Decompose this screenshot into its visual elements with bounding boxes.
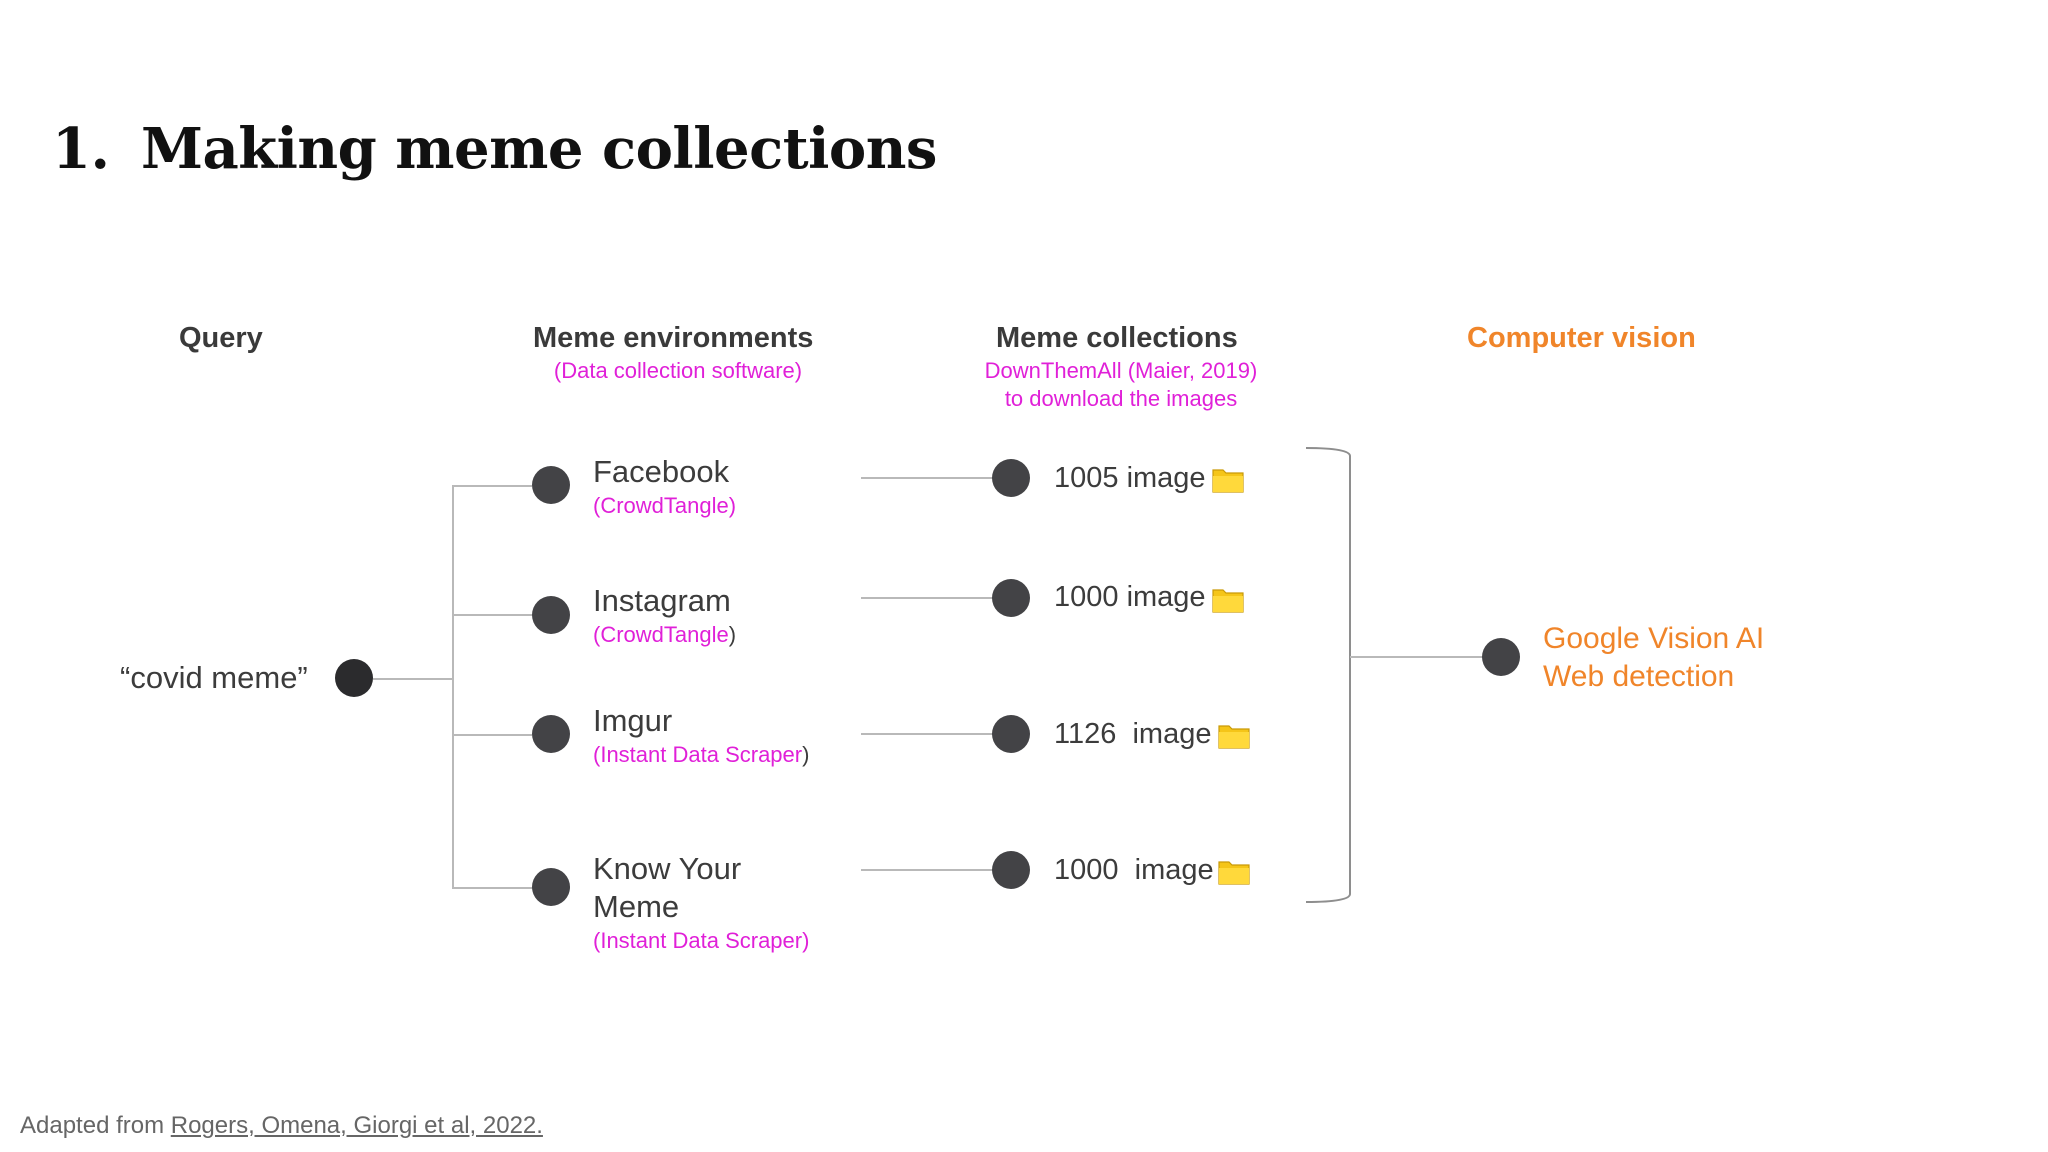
environments-subtitle: (Data collection software) (553, 358, 803, 383)
branch-instagram (452, 614, 532, 616)
folder-icon (1212, 589, 1244, 613)
computer-vision-line2: Web detection (1543, 660, 1735, 693)
link-knowyourmeme-collection (861, 869, 1012, 871)
query-node (335, 659, 373, 697)
slide-number: 1. (52, 116, 110, 182)
link-facebook-collection (861, 477, 1012, 479)
attribution-prefix: Adapted from (20, 1112, 171, 1139)
environment-node-instagram (532, 596, 570, 634)
collection-count-3: 1126 image (1054, 718, 1212, 750)
query-text: “covid meme” (120, 660, 308, 695)
cv-connector (1350, 656, 1484, 658)
slide-title: Making meme collections (141, 116, 937, 182)
environment-name-instagram: Instagram (593, 583, 731, 618)
attribution-link[interactable]: Rogers, Omena, Giorgi et al, 2022. (170, 1112, 543, 1139)
environment-tool-facebook: (CrowdTangle) (593, 493, 737, 518)
collection-count-4: 1000 image (1054, 854, 1214, 886)
collections-bracket (1305, 447, 1351, 903)
collection-node-1 (992, 459, 1030, 497)
environment-name-facebook: Facebook (593, 454, 730, 489)
link-instagram-collection (861, 597, 1012, 599)
collection-node-3 (992, 715, 1030, 753)
computer-vision-line1: Google Vision AI (1543, 622, 1765, 655)
environment-node-facebook (532, 466, 570, 504)
environments-spine (452, 485, 454, 889)
collection-count-1: 1005 image (1054, 462, 1206, 494)
folder-icon (1218, 861, 1250, 885)
branch-knowyourmeme (452, 887, 532, 889)
collection-node-4 (992, 851, 1030, 889)
link-imgur-collection (861, 733, 1012, 735)
environment-name-knowyourmeme-line2: Meme (593, 889, 680, 924)
collection-count-2: 1000 image (1054, 581, 1206, 613)
computer-vision-heading: Computer vision (1467, 322, 1696, 354)
collections-heading: Meme collections (996, 322, 1238, 354)
environment-tool-instagram: (CrowdTangle) (593, 622, 737, 647)
query-heading: Query (179, 322, 263, 354)
branch-facebook (452, 485, 532, 487)
environment-name-knowyourmeme-line1: Know Your (593, 851, 742, 886)
attribution: Adapted from Rogers, Omena, Giorgi et al… (20, 1112, 543, 1140)
collections-subtitle-line2: to download the images (1004, 386, 1238, 411)
computer-vision-node (1482, 638, 1520, 676)
folder-icon (1212, 469, 1244, 493)
query-connector (373, 678, 453, 680)
environment-name-imgur: Imgur (593, 703, 673, 738)
collection-node-2 (992, 579, 1030, 617)
environment-tool-imgur: (Instant Data Scraper) (593, 742, 810, 767)
environment-tool-knowyourmeme: (Instant Data Scraper) (593, 928, 810, 953)
branch-imgur (452, 734, 532, 736)
folder-icon (1218, 725, 1250, 749)
environment-node-imgur (532, 715, 570, 753)
collections-subtitle-line1: DownThemAll (Maier, 2019) (984, 358, 1258, 383)
computer-vision-label: Google Vision AI Web detection (1543, 620, 1764, 696)
environments-heading: Meme environments (533, 322, 814, 354)
environment-node-knowyourmeme (532, 868, 570, 906)
